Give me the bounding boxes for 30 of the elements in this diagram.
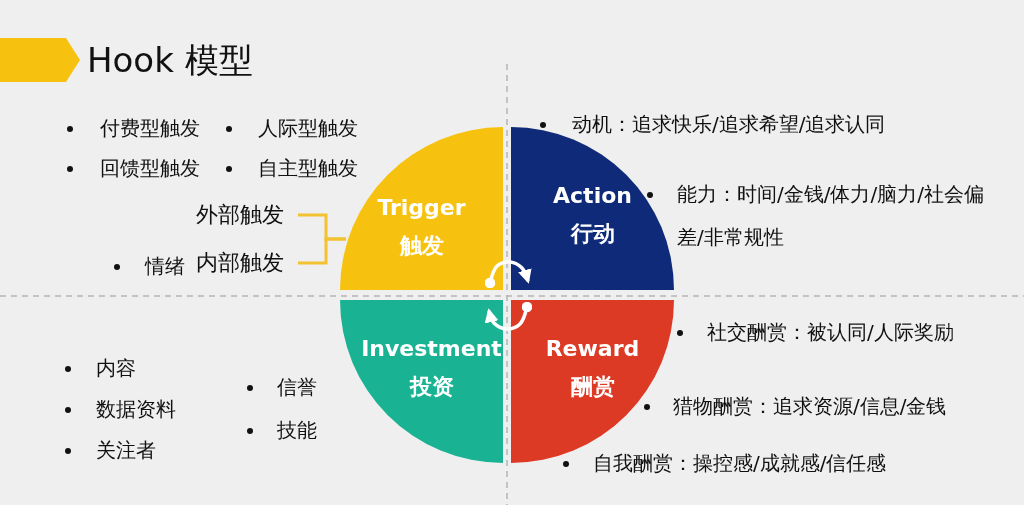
quadrant-sector [340, 300, 503, 463]
bullet-text: 自主型触发 [258, 155, 358, 182]
bullet-text: 信誉 [277, 374, 317, 401]
sector-label: 触发 [399, 232, 444, 260]
trigger-type-label: 外部触发 [196, 201, 284, 229]
bullet-text: 数据资料 [96, 396, 176, 423]
bullet-text: 猎物酬赏：追求资源/信息/金钱 [673, 393, 947, 420]
trigger-type-label: 内部触发 [196, 249, 284, 277]
sector-label: Action [553, 182, 632, 210]
bullet-text: 动机：追求快乐/追求希望/追求认同 [572, 111, 886, 138]
bullet-text: 关注者 [96, 437, 156, 464]
cycle-arrow [484, 301, 533, 331]
cycle-arrow [484, 260, 532, 289]
bullet-text: 社交酬赏：被认同/人际奖励 [707, 319, 954, 346]
bullet-text: 人际型触发 [258, 115, 358, 142]
sector-label: 投资 [409, 373, 454, 401]
title: Hook 模型 [87, 39, 253, 82]
sector-label: Investment [361, 335, 502, 363]
sector-label: Trigger [377, 194, 466, 222]
bullet-text: 内容 [96, 355, 136, 382]
sector-label: 行动 [570, 220, 615, 248]
sector-label: Reward [545, 335, 640, 363]
sector-label: 酬赏 [570, 373, 615, 401]
bracket-connector [298, 237, 346, 265]
bullet-text: 情绪 [145, 253, 185, 280]
bullet-text: 付费型触发 [100, 115, 200, 142]
bullet-text: 能力：时间/金钱/体力/脑力/社会偏差/非常规性 [677, 181, 985, 251]
bullet-text: 自我酬赏：操控感/成就感/信任感 [593, 450, 887, 477]
bullet-text: 回馈型触发 [100, 155, 200, 182]
bullet-text: 技能 [277, 417, 317, 444]
